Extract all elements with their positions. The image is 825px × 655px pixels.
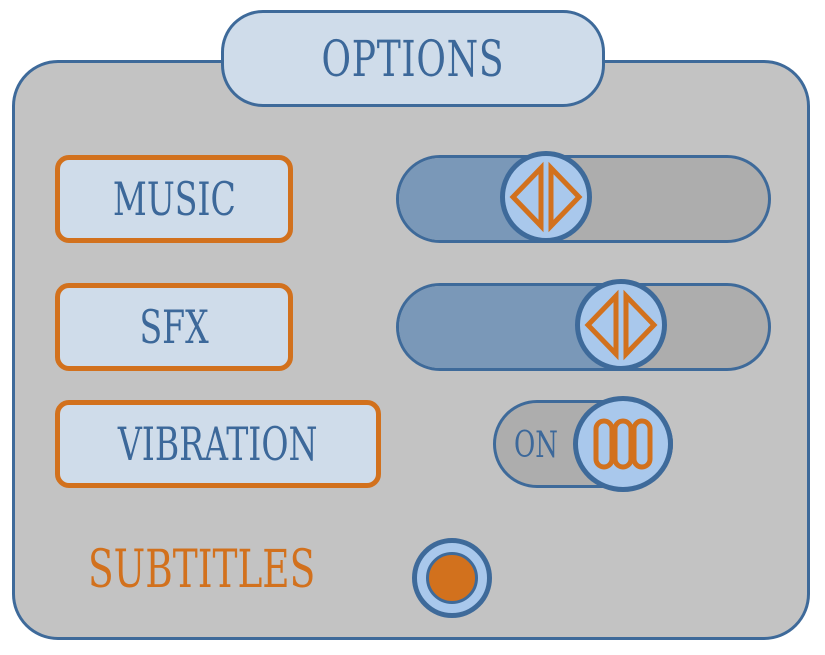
title-tab: OPTIONS [221,10,605,107]
left-right-arrows-icon [584,289,658,361]
grip-lines-icon [593,418,653,470]
music-slider-knob[interactable] [500,151,592,243]
left-right-arrows-icon [509,161,583,233]
sfx-label-box: SFX [55,283,293,371]
sfx-slider-knob[interactable] [575,279,667,371]
subtitles-label: SUBTITLES [88,540,316,600]
subtitles-radio[interactable] [412,538,492,618]
vibration-label-box: VIBRATION [55,400,381,488]
vibration-toggle-knob[interactable] [573,396,673,492]
vibration-state-text: ON [514,425,558,466]
vibration-label: VIBRATION [118,417,318,471]
page-title: OPTIONS [321,29,505,88]
music-label: MUSIC [112,172,236,226]
sfx-label: SFX [139,300,209,354]
music-label-box: MUSIC [55,155,293,243]
radio-selected-icon [426,552,478,604]
